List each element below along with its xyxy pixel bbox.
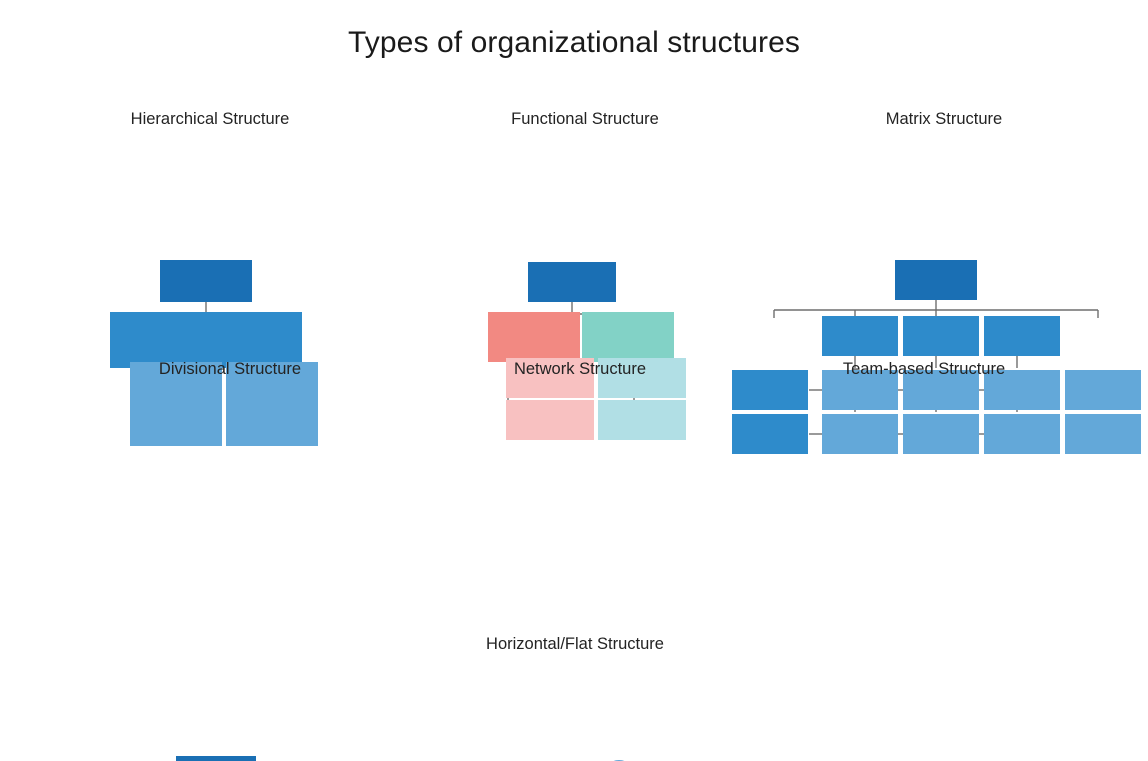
node-cell-1-3	[984, 370, 1060, 410]
matrix-diagram	[732, 260, 1141, 454]
section-title-hierarchical: Hierarchical Structure	[130, 110, 290, 128]
node-project-1	[732, 370, 808, 410]
section-title-network: Network Structure	[513, 360, 647, 378]
section-title-functional: Functional Structure	[511, 110, 659, 128]
node-root	[176, 756, 256, 761]
node-cell-1-4	[1065, 370, 1141, 410]
node-root	[160, 260, 252, 302]
node-cell-1-1	[822, 370, 898, 410]
node-manager-2	[206, 312, 302, 368]
node-cell-1-2	[903, 370, 979, 410]
node-cell-2-1	[822, 414, 898, 454]
node-subfunction-4	[598, 400, 686, 440]
node-root	[895, 260, 977, 300]
node-function-2	[582, 312, 674, 362]
node-subfunction-3	[506, 400, 594, 440]
section-title-divisional: Divisional Structure	[158, 360, 302, 378]
functional-diagram	[488, 262, 686, 440]
hierarchical-diagram	[110, 260, 318, 446]
node-cell-2-2	[903, 414, 979, 454]
section-network: Network Structure	[430, 360, 730, 761]
section-hierarchical: Hierarchical Structure	[0, 110, 420, 446]
node-subfunction-1	[506, 358, 594, 398]
section-horizontal-flat: Horizontal/Flat Structure	[340, 635, 810, 761]
node-cell-2-3	[984, 414, 1060, 454]
section-team-based: Team-based Structure	[700, 360, 1148, 600]
node-function-1	[822, 316, 898, 356]
section-matrix: Matrix Structure	[732, 110, 1148, 454]
node-cell-2-4	[1065, 414, 1141, 454]
team-based-diagram	[700, 360, 1148, 600]
divisional-diagram	[176, 756, 256, 761]
network-diagram	[613, 760, 625, 761]
node-subfunction-2	[598, 358, 686, 398]
node-staff-3	[130, 404, 222, 446]
node-staff-1	[130, 362, 222, 404]
section-divisional: Divisional Structure	[0, 360, 460, 761]
node-root	[528, 262, 616, 302]
page-title: Types of organizational structures	[348, 26, 800, 59]
node-staff-4	[226, 404, 318, 446]
section-title-horizontal-flat: Horizontal/Flat Structure	[486, 635, 664, 653]
horizontal-flat-diagram	[340, 635, 810, 761]
section-title-matrix: Matrix Structure	[885, 110, 1003, 128]
node-staff-2	[226, 362, 318, 404]
section-title-team-based: Team-based Structure	[842, 360, 1006, 378]
node-function-3	[984, 316, 1060, 356]
node-project-2	[732, 414, 808, 454]
section-functional: Functional Structure	[400, 110, 770, 440]
node-function-1	[488, 312, 580, 362]
node-manager-1	[110, 312, 206, 368]
node-function-2	[903, 316, 979, 356]
